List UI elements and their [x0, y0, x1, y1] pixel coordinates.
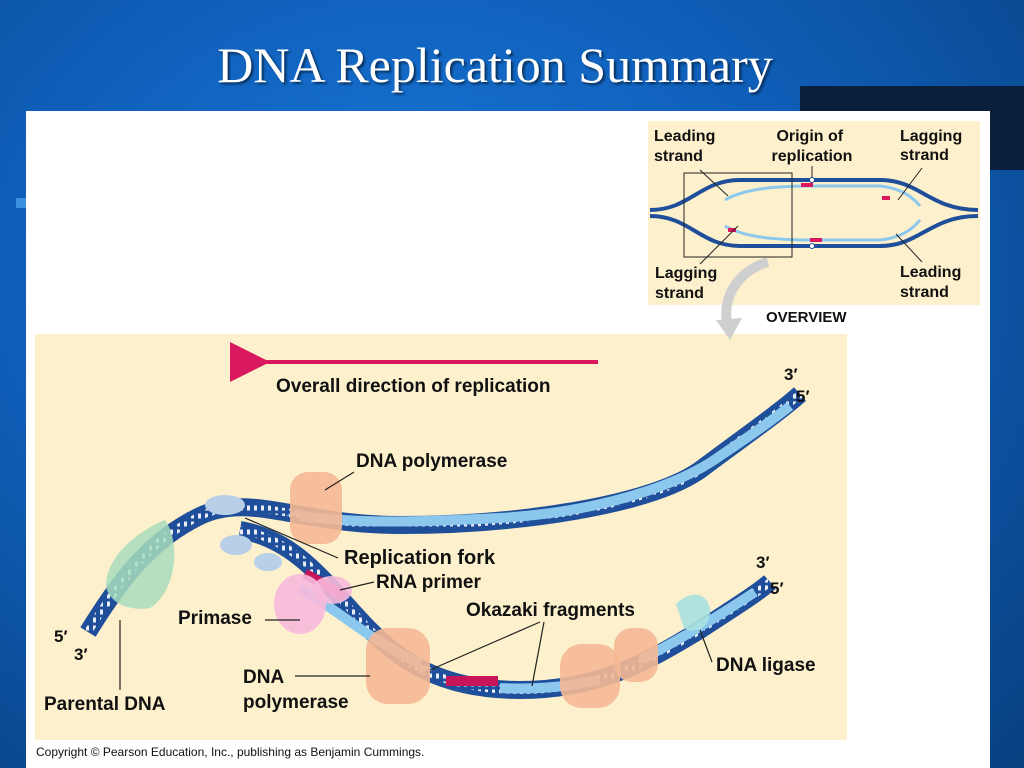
right-prime-5: 5′: [770, 579, 784, 598]
left-prime-3: 3′: [74, 645, 88, 664]
dna-ligase-label: DNA ligase: [716, 655, 816, 676]
right-prime-3: 3′: [756, 553, 770, 572]
overview-leading-strand-top: Leading strand: [654, 128, 720, 165]
dna-polymerase-top-enzyme: [290, 472, 342, 544]
binding-protein-mid: [220, 535, 252, 555]
overview-highlight-box: [683, 172, 793, 258]
overview-lagging-strand-top: Lagging strand: [900, 128, 967, 164]
overview-leading-strand-bottom: Leading strand: [900, 264, 966, 301]
binding-protein-low: [254, 553, 282, 571]
overview-diagram: [649, 166, 979, 340]
overview-origin-label: Origin of replication: [772, 128, 853, 165]
dna-polymerase-bottom-label: DNA polymerase: [243, 667, 349, 713]
top-prime-5: 5′: [796, 387, 810, 406]
bullet-marker: [16, 198, 26, 208]
replication-fork-label: Replication fork: [344, 547, 496, 569]
rna-primer-label: RNA primer: [376, 572, 481, 593]
binding-protein-top: [205, 495, 245, 515]
overview-lagging-strand-bottom: Lagging strand: [655, 265, 722, 302]
left-prime-5: 5′: [54, 627, 68, 646]
copyright-notice: Copyright © Pearson Education, Inc., pub…: [36, 745, 425, 759]
leading-strand: [299, 402, 794, 527]
dna-polymerase-bottom-enzyme: [366, 628, 430, 704]
okazaki-label: Okazaki fragments: [466, 600, 635, 621]
slide-title: DNA Replication Summary: [217, 37, 773, 93]
top-prime-3: 3′: [784, 365, 798, 384]
dna-polymerase-right-enzyme: [560, 628, 658, 708]
dna-polymerase-top-label: DNA polymerase: [356, 451, 507, 472]
dna-ligase-enzyme: [676, 594, 711, 631]
overview-panel: [648, 121, 980, 305]
overview-caption: OVERVIEW: [766, 309, 847, 326]
primase-label: Primase: [178, 608, 252, 629]
helicase-green: [106, 520, 175, 609]
rna-primer-mark-2: [446, 676, 498, 686]
parental-dna-label: Parental DNA: [44, 694, 166, 715]
direction-label: Overall direction of replication: [276, 376, 551, 397]
